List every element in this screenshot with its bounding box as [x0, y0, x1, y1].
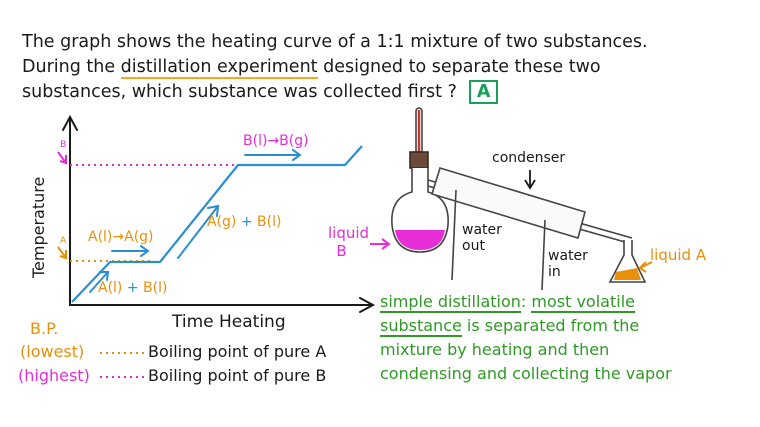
water-in-label-1: water: [548, 248, 588, 264]
arrow-plateau-2: [244, 149, 302, 161]
question-line-1: The graph shows the heating curve of a 1…: [22, 32, 648, 52]
phase-bottom-b: B(l): [143, 280, 168, 296]
water-out-label: water out: [462, 222, 502, 254]
phase-label-second-plateau: B(l)→B(g): [243, 133, 309, 149]
note-line-1: simple distillation: most volatile: [380, 290, 672, 314]
question-line-2: During the distillation experiment desig…: [22, 55, 648, 80]
note-line-3: mixture by heating and then: [380, 340, 610, 359]
note-line-2-rest: is separated from the: [461, 316, 640, 335]
tick-b-label: B: [60, 140, 67, 150]
liquid-b-label-1: liquid: [328, 224, 370, 242]
water-in-label-2: in: [548, 264, 561, 280]
liquid-b-label: liquid B: [328, 224, 369, 260]
distillation-note: simple distillation: most volatile subst…: [380, 290, 672, 386]
note-colon: :: [520, 292, 527, 311]
tick-a-label: A: [60, 236, 67, 246]
question-line-3: substances, which substance was collecte…: [22, 80, 648, 105]
phase-middle-plus: +: [240, 214, 253, 230]
question-line-3-text: substances, which substance was collecte…: [22, 82, 457, 102]
phase-label-bottom: A(l) + B(l): [98, 280, 167, 296]
phase-middle-a: A(g): [207, 214, 237, 230]
note-term: simple distillation: [380, 292, 521, 313]
note-highlight: most volatile: [531, 292, 635, 313]
legend-header: B.P.: [30, 319, 59, 338]
question-text: The graph shows the heating curve of a 1…: [22, 30, 648, 105]
condenser-label: condenser: [492, 150, 566, 166]
legend-key-lowest: (lowest): [20, 342, 85, 361]
water-out-label-1: water: [462, 222, 502, 238]
graph-axes: [62, 114, 376, 313]
distillation-apparatus: [391, 107, 647, 291]
note-line-4: condensing and collecting the vapor: [380, 364, 672, 383]
phase-bottom-a: A(l): [98, 280, 123, 296]
y-axis-arrow: [62, 114, 78, 131]
tick-a-arrow: [57, 246, 67, 260]
condenser-jacket: [430, 167, 586, 240]
liquid-b-arrow: [370, 238, 391, 250]
arrow-rise-1: [89, 271, 110, 293]
liquid-b-label-2: B: [336, 242, 347, 260]
flask-liquid-b: [395, 230, 445, 250]
arrow-rise-2: [177, 204, 220, 259]
water-in-tube: [541, 219, 546, 291]
liquid-a-arrow: [638, 261, 653, 273]
x-axis-label: Time Heating: [172, 312, 286, 332]
note-line-2-underlined: substance: [380, 316, 462, 337]
stopper: [409, 151, 429, 169]
liquid-a-label: liquid A: [650, 246, 707, 264]
answer-box: A: [468, 80, 499, 104]
phase-label-first-plateau: A(l)→A(g): [88, 229, 154, 245]
legend-key-highest: (highest): [18, 366, 90, 385]
arrow-plateau-1: [111, 245, 150, 257]
curve-direction-arrows: [89, 149, 302, 293]
receiving-liquid-a: [614, 268, 641, 280]
condenser-pointer-arrow: [524, 170, 536, 190]
tick-b-arrow: [57, 151, 67, 165]
water-out-label-2: out: [462, 238, 485, 254]
water-out-tube: [451, 189, 457, 281]
water-in-label: water in: [548, 248, 588, 280]
legend-text-b: Boiling point of pure B: [148, 366, 327, 385]
question-line-2-pre: During the: [22, 57, 121, 77]
phase-middle-b: B(l): [257, 214, 282, 230]
highlight-distillation-experiment: distillation experiment: [120, 57, 318, 79]
note-line-2: substance is separated from the: [380, 314, 672, 338]
question-line-2-post: designed to separate these two: [317, 57, 601, 77]
y-axis-label: Temperature: [29, 176, 48, 278]
x-axis-arrow: [359, 297, 376, 313]
heating-curve: [71, 145, 363, 303]
legend-text-a: Boiling point of pure A: [148, 342, 327, 361]
phase-bottom-plus: +: [126, 280, 139, 296]
phase-label-middle: A(g) + B(l): [207, 214, 281, 230]
